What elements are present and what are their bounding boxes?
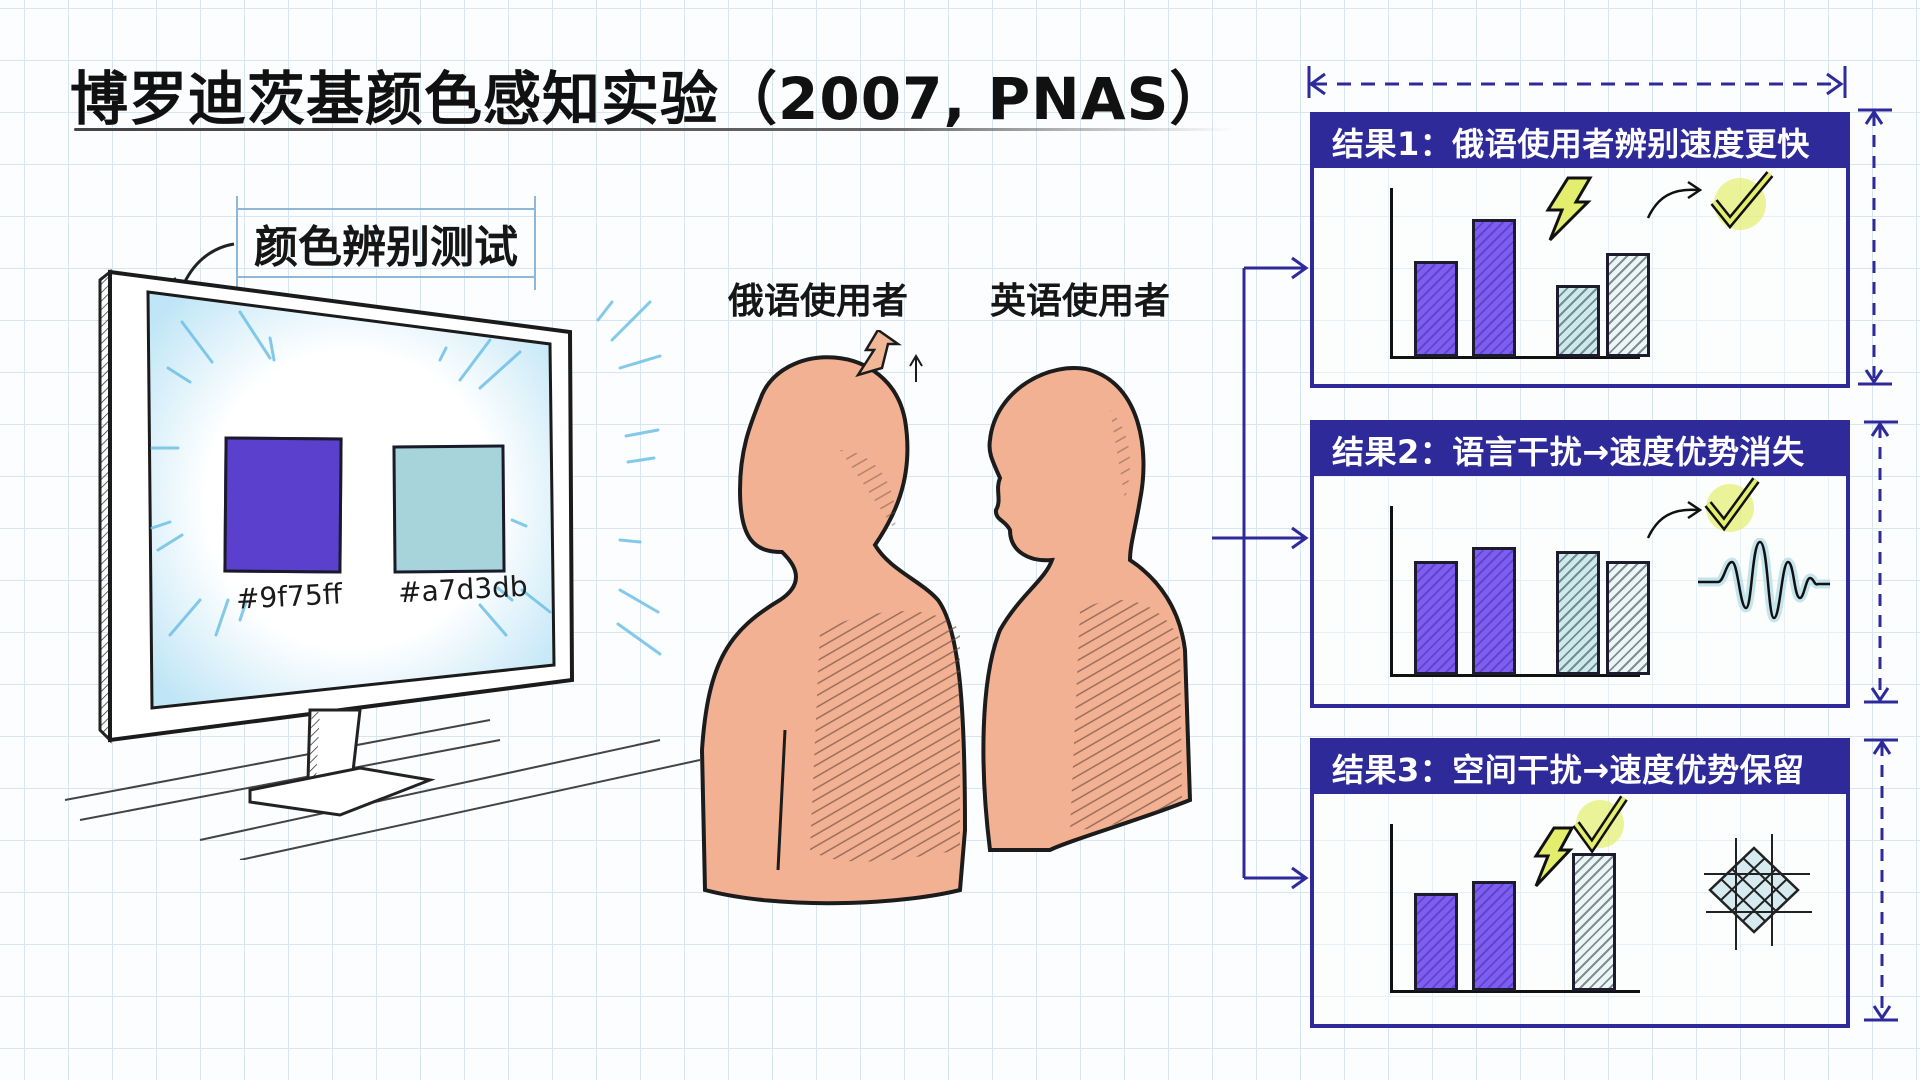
purple-color-swatch	[223, 436, 343, 574]
result-panel-3: 结果3：空间干扰→速度优势保留	[1310, 738, 1850, 1028]
result-3-chart	[1314, 794, 1846, 1020]
x-axis	[1390, 356, 1640, 359]
bars-group	[1414, 794, 1654, 991]
waveform-icon	[1698, 538, 1830, 623]
title-underline	[74, 128, 1234, 131]
result-2-chart	[1314, 476, 1846, 700]
bar	[1606, 253, 1650, 357]
russian-speaker-label: 俄语使用者	[728, 281, 909, 322]
checkmark-icon	[1710, 171, 1774, 230]
swatch-label-purple: #9f75ff	[235, 577, 343, 616]
curved-arrow-icon	[1646, 500, 1703, 539]
height-dimension-markers	[1858, 108, 1898, 1022]
width-dimension-marker	[1307, 66, 1847, 98]
result-1-chart	[1314, 168, 1846, 380]
bar	[1414, 561, 1458, 675]
branch-connector	[1212, 256, 1309, 890]
bar	[1572, 853, 1616, 991]
bar	[1556, 551, 1600, 675]
y-axis	[1390, 188, 1393, 358]
increase-arrow-icon	[855, 330, 923, 382]
y-axis	[1390, 506, 1393, 676]
bar	[1472, 881, 1516, 991]
bar	[1606, 561, 1650, 675]
test-label: 颜色辨别测试	[254, 222, 518, 273]
bar	[1414, 893, 1458, 991]
english-speaker-figure	[981, 366, 1193, 852]
checkmark-icon	[1704, 477, 1760, 532]
y-axis	[1390, 824, 1393, 992]
bars-group	[1414, 168, 1654, 357]
swatch-label-teal: #a7d3db	[397, 569, 529, 610]
bars-group	[1414, 476, 1654, 675]
russian-speaker-figure	[699, 355, 968, 906]
bar	[1556, 285, 1600, 357]
bar	[1414, 261, 1458, 357]
x-axis	[1390, 674, 1640, 677]
english-speaker-label: 英语使用者	[990, 281, 1171, 322]
lightning-icon	[1533, 826, 1575, 888]
result-panel-2: 结果2：语言干扰→速度优势消失	[1310, 420, 1850, 708]
page-title: 博罗迪茨基颜色感知实验（2007, PNAS）	[70, 65, 1229, 133]
x-axis	[1390, 990, 1640, 993]
bar	[1472, 547, 1516, 675]
curved-arrow-icon	[1646, 180, 1703, 219]
result-panel-1: 结果1：俄语使用者辨别速度更快	[1310, 112, 1850, 388]
people-illustration	[699, 330, 1193, 906]
bar	[1472, 219, 1516, 357]
result-2-title: 结果2：语言干扰→速度优势消失	[1314, 424, 1846, 476]
checkmark-icon	[1572, 795, 1628, 854]
grid-pattern-icon	[1704, 834, 1812, 950]
result-3-title: 结果3：空间干扰→速度优势保留	[1314, 742, 1846, 794]
teal-color-swatch	[392, 444, 506, 574]
result-1-title: 结果1：俄语使用者辨别速度更快	[1314, 116, 1846, 168]
monitor-illustration	[64, 268, 700, 860]
lightning-icon	[1545, 176, 1593, 242]
test-label-box: 颜色辨别测试	[236, 196, 536, 290]
